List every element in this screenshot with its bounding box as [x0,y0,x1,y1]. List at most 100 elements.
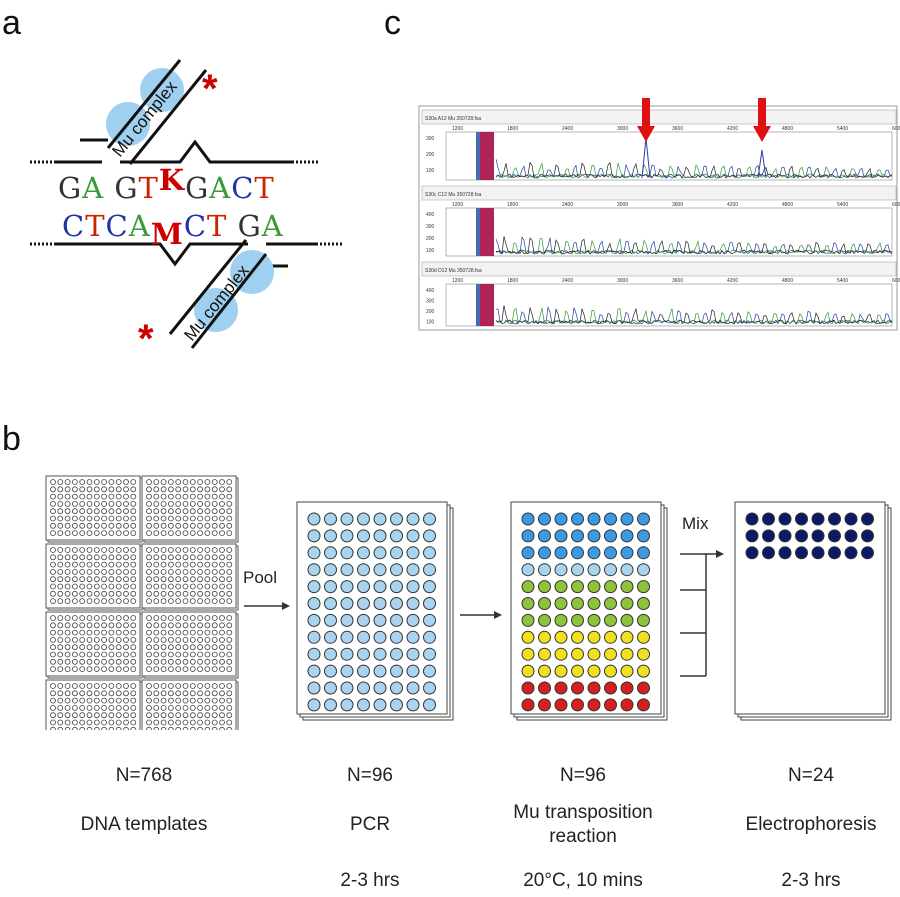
template-well [50,704,56,711]
template-well [50,683,56,689]
template-well [79,479,86,485]
mu-well [637,613,650,627]
template-well [101,598,107,605]
template-well [86,530,93,536]
pcr-well [423,580,436,594]
template-well [57,554,64,561]
template-well [160,493,167,500]
template-well [219,622,225,629]
template-well [175,622,182,629]
template-well [146,590,152,597]
template-well [115,658,122,665]
template-well [182,690,189,697]
template-well [93,561,100,568]
template-well [123,583,129,590]
pcr-well [373,613,387,627]
pcr-well [307,698,321,712]
base-8: G [238,209,262,243]
primer-peak [480,132,494,180]
mu-reaction-plate [510,501,668,721]
template-well [219,636,225,643]
base-2: C [106,209,129,243]
template-well [130,486,137,493]
template-well [101,636,107,643]
template-well [226,712,233,719]
template-well [50,644,56,651]
template-well [130,583,137,590]
template-well [79,547,86,553]
template-well [182,615,189,621]
template-well [175,486,182,493]
template-well [64,622,71,629]
template-well [64,719,71,726]
x-tick-label: 6000 [892,278,900,284]
template-well [64,712,71,719]
mu-well [521,512,535,526]
template-well [86,690,93,697]
el-well [811,512,825,526]
template-well [57,501,64,507]
pcr-well [340,613,354,627]
template-well [64,644,71,651]
mu-well [538,529,551,543]
pcr-well [390,512,403,526]
template-well [123,622,129,629]
base-6: G [185,171,209,205]
template-well [130,530,137,536]
template-well [93,704,100,711]
template-well [219,666,225,673]
pcr-well [340,546,354,560]
template-well [108,554,115,561]
template-well [86,726,93,730]
template-well [167,522,174,529]
template-well [146,651,152,658]
template-well [226,726,233,730]
template-well [204,530,211,536]
template-well [211,576,218,583]
template-well [182,697,189,704]
template-well [64,636,71,643]
template-well [160,666,167,673]
template-well [167,479,174,485]
template-well [197,501,204,507]
template-well [189,508,196,515]
signal-trace [495,307,893,325]
y-tick-label: 300 [426,136,435,142]
pcr-well [406,613,420,627]
template-well [211,690,218,697]
template-well [64,479,71,485]
template-well [219,683,225,689]
el-well [811,529,825,543]
mu-well [620,630,634,644]
template-well [211,683,218,689]
template-well [189,644,196,651]
template-well [167,651,174,658]
base-7: A [208,171,231,205]
pcr-well [357,563,370,577]
template-well [108,522,115,529]
dna-backbone [30,138,342,268]
pcr-well [406,597,420,610]
template-well [64,666,71,673]
template-well [204,479,211,485]
signal-trace [495,236,893,255]
template-well [226,530,233,536]
template-well [115,501,122,507]
template-well [211,569,218,575]
template-well [189,658,196,665]
template-well [182,530,189,536]
template-well [64,561,71,568]
template-well [93,569,100,575]
template-well [146,697,152,704]
pcr-well [423,630,436,644]
panel-letter-a: a [2,4,21,42]
template-well [123,690,129,697]
template-well [197,508,204,515]
template-well [108,712,115,719]
pcr-well [357,681,370,695]
template-well [108,547,115,553]
template-well [123,719,129,726]
template-well [86,615,93,621]
template-well [108,636,115,643]
template-well [50,554,56,561]
